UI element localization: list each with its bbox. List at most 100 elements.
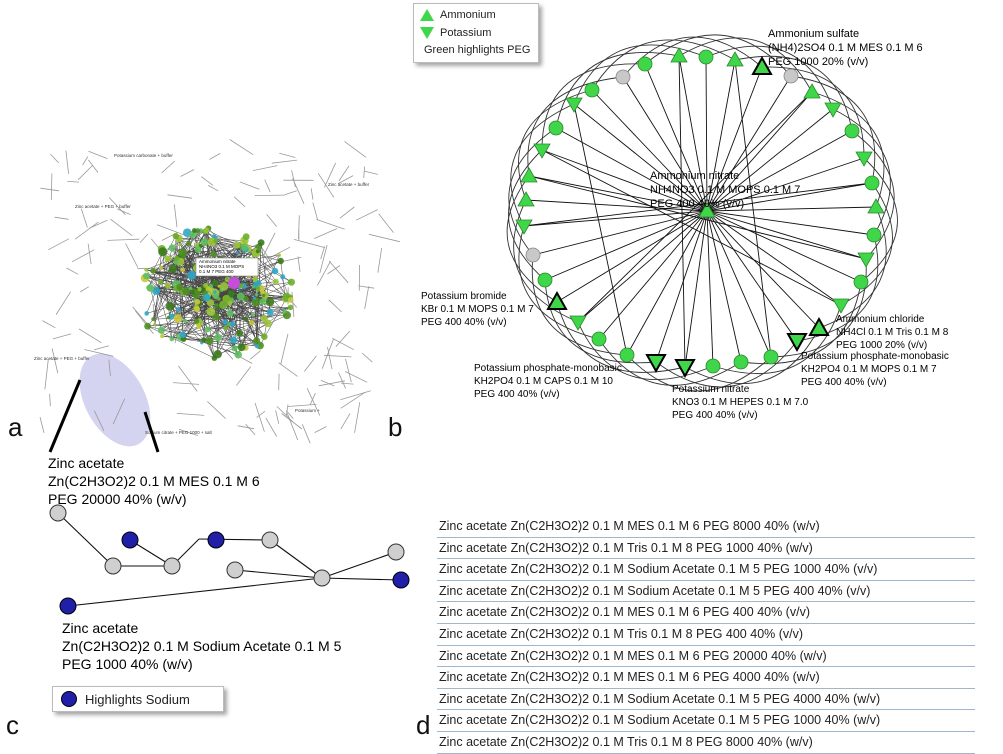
ring-node xyxy=(518,192,534,206)
panel-letter-a: a xyxy=(8,412,22,443)
table-row: Zinc acetate Zn(C2H3O2)2 0.1 M Sodium Ac… xyxy=(437,581,975,603)
legend-label-sodium: Highlights Sodium xyxy=(85,692,190,707)
ring-node xyxy=(647,355,665,371)
svg-text:PEG 1000 20% (v/v): PEG 1000 20% (v/v) xyxy=(836,340,927,351)
ring-node xyxy=(616,70,630,84)
svg-text:Zn(C2H3O2)2 0.1 M MES 0.1 M 6: Zn(C2H3O2)2 0.1 M MES 0.1 M 6 xyxy=(48,473,260,489)
svg-text:Potassium nitrate: Potassium nitrate xyxy=(672,384,750,395)
annotation-ammonium-sulfate: Ammonium sulfate (NH4)2SO4 0.1 M MES 0.1… xyxy=(768,28,923,68)
ring-node xyxy=(526,248,540,262)
ring-node xyxy=(804,84,820,98)
panel-letter-d: d xyxy=(416,710,430,741)
table-row: Zinc acetate Zn(C2H3O2)2 0.1 M Sodium Ac… xyxy=(437,559,975,581)
svg-text:PEG 400 40% (v/v): PEG 400 40% (v/v) xyxy=(801,377,887,388)
legend-item-potassium: Potassium xyxy=(420,27,491,39)
svg-text:Ammonium chloride: Ammonium chloride xyxy=(836,314,925,325)
ring-node xyxy=(868,199,884,213)
table-row: Zinc acetate Zn(C2H3O2)2 0.1 M Sodium Ac… xyxy=(437,710,975,732)
panel-letter-c: c xyxy=(6,710,19,741)
ring-node xyxy=(734,355,748,369)
legend-label-ammonium: Ammonium xyxy=(440,9,496,21)
label-sodium-citrate: Sodium citrate + PEG 1000 + salt xyxy=(145,430,213,435)
svg-text:Potassium bromide: Potassium bromide xyxy=(421,291,507,302)
table-row: Zinc acetate Zn(C2H3O2)2 0.1 M MES 0.1 M… xyxy=(437,667,975,689)
legend-panel-b: Ammonium Potassium Green highlights PEG xyxy=(413,3,539,63)
label-potassium: Potassium + xyxy=(295,408,320,413)
ring-node xyxy=(538,273,552,287)
annotation-ammonium-nitrate: Ammonium nitrate NH4NO3 0.1 M MOPS 0.1 M… xyxy=(650,170,800,210)
svg-text:NH4NO3 0.1 M MOPS 0.1 M 7: NH4NO3 0.1 M MOPS 0.1 M 7 xyxy=(650,184,800,196)
svg-text:PEG 400 40% (v/v): PEG 400 40% (v/v) xyxy=(421,317,507,328)
panel-a-network: Ammonium nitrate NH4NO3 0.1 M MOPS 0.1 M… xyxy=(34,140,400,459)
annotation-potassium-phosphate-1: Potassium phosphate-monobasic KH2PO4 0.1… xyxy=(474,363,622,400)
label-potassium-carbonate: Potassium carbonate + buffer xyxy=(114,153,173,158)
ring-node xyxy=(516,220,532,234)
legend-item-ammonium: Ammonium xyxy=(420,9,496,21)
ring-node xyxy=(570,316,586,330)
down-triangle-icon xyxy=(420,27,434,39)
label-zinc-acetate-peg-buffer-2: Zinc acetate + PEG + buffer xyxy=(34,356,90,361)
ring-node xyxy=(764,350,778,364)
zoom-pointer-left xyxy=(50,380,80,452)
svg-text:PEG 20000 40% (w/v): PEG 20000 40% (w/v) xyxy=(48,491,187,507)
ring-node xyxy=(784,69,798,83)
ring-node xyxy=(845,124,859,138)
panel-d-table: Zinc acetate Zn(C2H3O2)2 0.1 M MES 0.1 M… xyxy=(437,516,975,754)
ring-node xyxy=(833,299,849,313)
svg-text:(NH4)2SO4 0.1 M MES 0.1 M 6: (NH4)2SO4 0.1 M MES 0.1 M 6 xyxy=(768,42,923,54)
table-row: Zinc acetate Zn(C2H3O2)2 0.1 M Sodium Ac… xyxy=(437,689,975,711)
table-row: Zinc acetate Zn(C2H3O2)2 0.1 M Tris 0.1 … xyxy=(437,624,975,646)
svg-text:Ammonium nitrate: Ammonium nitrate xyxy=(650,170,739,182)
panel-c-network: Zinc acetate Zn(C2H3O2)2 0.1 M MES 0.1 M… xyxy=(48,455,409,672)
svg-text:Zinc acetate: Zinc acetate xyxy=(48,455,124,471)
ring-node xyxy=(592,332,606,346)
ring-node xyxy=(620,348,634,362)
svg-text:KNO3 0.1 M HEPES 0.1 M 7.0: KNO3 0.1 M HEPES 0.1 M 7.0 xyxy=(672,397,809,408)
svg-text:KH2PO4 0.1 M MOPS 0.1 M 7: KH2PO4 0.1 M MOPS 0.1 M 7 xyxy=(801,364,937,375)
table-row: Zinc acetate Zn(C2H3O2)2 0.1 M Tris 0.1 … xyxy=(437,538,975,560)
svg-text:KH2PO4 0.1 M CAPS 0.1 M 10: KH2PO4 0.1 M CAPS 0.1 M 10 xyxy=(474,376,613,387)
svg-text:KBr 0.1 M MOPS 0.1 M 7: KBr 0.1 M MOPS 0.1 M 7 xyxy=(421,304,534,315)
panel-b-network: Ammonium sulfate (NH4)2SO4 0.1 M MES 0.1… xyxy=(421,28,949,421)
ring-node xyxy=(825,103,841,117)
ring-node xyxy=(706,359,720,373)
svg-text:NH4Cl 0.1 M Tris 0.1 M 8: NH4Cl 0.1 M Tris 0.1 M 8 xyxy=(836,327,949,338)
svg-text:PEG 1000 40% (w/v): PEG 1000 40% (w/v) xyxy=(62,656,193,672)
sodium-dot-icon xyxy=(61,691,77,707)
legend-panel-c: Highlights Sodium xyxy=(52,686,224,712)
svg-text:Zn(C2H3O2)2 0.1 M Sodium Aceta: Zn(C2H3O2)2 0.1 M Sodium Acetate 0.1 M 5 xyxy=(62,638,342,654)
ring-node xyxy=(699,50,713,64)
annotation-potassium-phosphate-2: Potassium phosphate-monobasic KH2PO4 0.1… xyxy=(801,351,949,388)
annotation-ammonium-chloride: Ammonium chloride NH4Cl 0.1 M Tris 0.1 M… xyxy=(836,314,949,351)
svg-text:Potassium phosphate-monobasic: Potassium phosphate-monobasic xyxy=(801,351,949,362)
ring-node xyxy=(865,176,879,190)
panel-letter-b: b xyxy=(388,412,402,443)
table-row: Zinc acetate Zn(C2H3O2)2 0.1 M Tris 0.1 … xyxy=(437,732,975,754)
ring-node xyxy=(867,228,881,242)
label-zinc-acetate-peg-buffer: Zinc acetate + PEG + buffer xyxy=(75,204,131,209)
tag-line-3: 0.1 M 7 PEG 400 xyxy=(199,269,234,274)
annotation-potassium-bromide: Potassium bromide KBr 0.1 M MOPS 0.1 M 7… xyxy=(421,291,534,328)
zoom-nodes xyxy=(50,505,409,614)
ring-node xyxy=(858,253,874,267)
ring-node xyxy=(788,334,806,350)
ring-node xyxy=(521,168,537,182)
svg-text:PEG 1000 20% (v/v): PEG 1000 20% (v/v) xyxy=(768,56,868,68)
callout-top: Zinc acetate Zn(C2H3O2)2 0.1 M MES 0.1 M… xyxy=(48,455,260,507)
ring-node xyxy=(566,98,582,112)
callout-bottom: Zinc acetate Zn(C2H3O2)2 0.1 M Sodium Ac… xyxy=(62,620,342,672)
label-zinc-acetate-buffer: Zinc acetate + buffer xyxy=(328,182,370,187)
ring-node xyxy=(854,275,868,289)
svg-text:PEG 400 40% (v/v): PEG 400 40% (v/v) xyxy=(672,410,758,421)
svg-text:PEG 400 40% (v/v): PEG 400 40% (v/v) xyxy=(474,389,560,400)
svg-text:Zinc acetate: Zinc acetate xyxy=(62,620,138,636)
legend-label-potassium: Potassium xyxy=(440,27,491,39)
ring-node xyxy=(548,293,566,309)
magenta-node xyxy=(228,277,240,289)
table-row: Zinc acetate Zn(C2H3O2)2 0.1 M MES 0.1 M… xyxy=(437,516,975,538)
annotation-potassium-nitrate: Potassium nitrate KNO3 0.1 M HEPES 0.1 M… xyxy=(672,384,809,421)
svg-text:PEG 400 40% (v/v): PEG 400 40% (v/v) xyxy=(650,198,744,210)
svg-text:Ammonium sulfate: Ammonium sulfate xyxy=(768,28,859,40)
up-triangle-icon xyxy=(420,9,434,21)
ring-node xyxy=(585,83,599,97)
